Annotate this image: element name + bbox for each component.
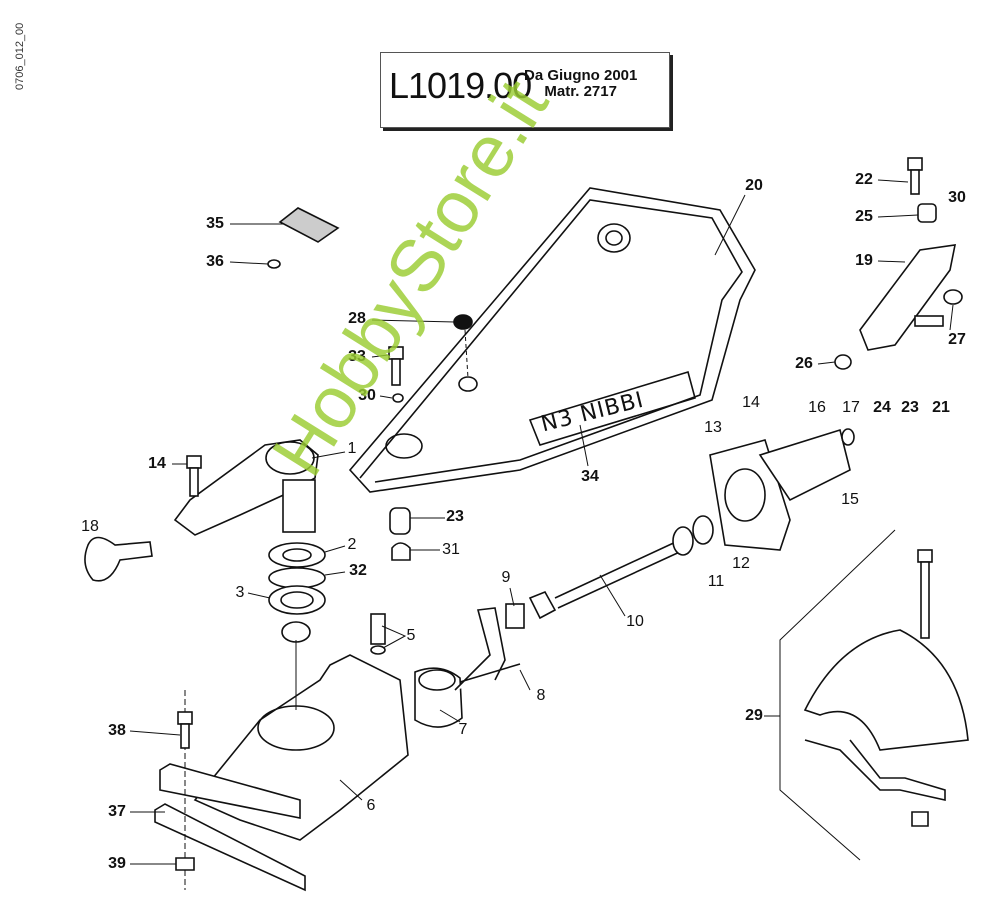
model-code: L1019.00 <box>389 65 532 106</box>
callout-19: 19 <box>855 252 873 269</box>
callout-24: 24 <box>873 399 891 416</box>
callout-23: 23 <box>446 508 464 525</box>
callout-20: 20 <box>745 177 763 194</box>
title-subtitle: Da Giugno 2001 Matr. 2717 <box>524 68 637 100</box>
callout-2: 2 <box>347 536 357 553</box>
callout-11: 11 <box>707 573 725 590</box>
callout-18: 18 <box>81 518 99 535</box>
callout-36: 36 <box>206 253 224 270</box>
callout-9: 9 <box>501 569 511 586</box>
callout-22: 22 <box>855 171 873 188</box>
callout-13: 13 <box>704 419 722 436</box>
date-line: Da Giugno 2001 <box>524 67 638 84</box>
callout-39: 39 <box>108 855 126 872</box>
callout-28: 28 <box>348 310 366 327</box>
callout-37: 37 <box>108 803 126 820</box>
callout-33: 33 <box>348 348 366 365</box>
callout-23-right: 23 <box>901 399 919 416</box>
callout-32: 32 <box>349 562 367 579</box>
callout-1: 1 <box>347 440 357 457</box>
guard-part <box>803 629 969 751</box>
callout-3: 3 <box>235 584 245 601</box>
callout-17: 17 <box>842 399 860 416</box>
callout-29: 29 <box>745 707 763 724</box>
serial-line: Matr. 2717 <box>544 83 617 100</box>
callout-7: 7 <box>458 721 468 738</box>
lever-part <box>173 439 319 536</box>
callout-30-right: 30 <box>948 189 966 206</box>
callout-30: 30 <box>358 387 376 404</box>
callout-14-right: 14 <box>742 394 760 411</box>
callout-38: 38 <box>108 722 126 739</box>
callout-31: 31 <box>442 541 460 558</box>
callout-15: 15 <box>841 491 859 508</box>
hood-part <box>348 187 756 493</box>
callout-34: 34 <box>581 468 599 485</box>
gearbox-housing <box>193 654 409 841</box>
callout-10: 10 <box>626 613 644 630</box>
callout-21: 21 <box>932 399 950 416</box>
callout-16: 16 <box>808 399 826 416</box>
callout-6: 6 <box>366 797 376 814</box>
callout-26: 26 <box>795 355 813 372</box>
callout-12: 12 <box>732 555 750 572</box>
callout-5: 5 <box>406 627 416 644</box>
title-box: L1019.00 Da Giugno 2001 Matr. 2717 <box>380 52 670 128</box>
callout-35: 35 <box>206 215 224 232</box>
callout-25: 25 <box>855 208 873 225</box>
callout-27: 27 <box>948 331 966 348</box>
callout-8: 8 <box>536 687 546 704</box>
callout-14: 14 <box>148 455 166 472</box>
